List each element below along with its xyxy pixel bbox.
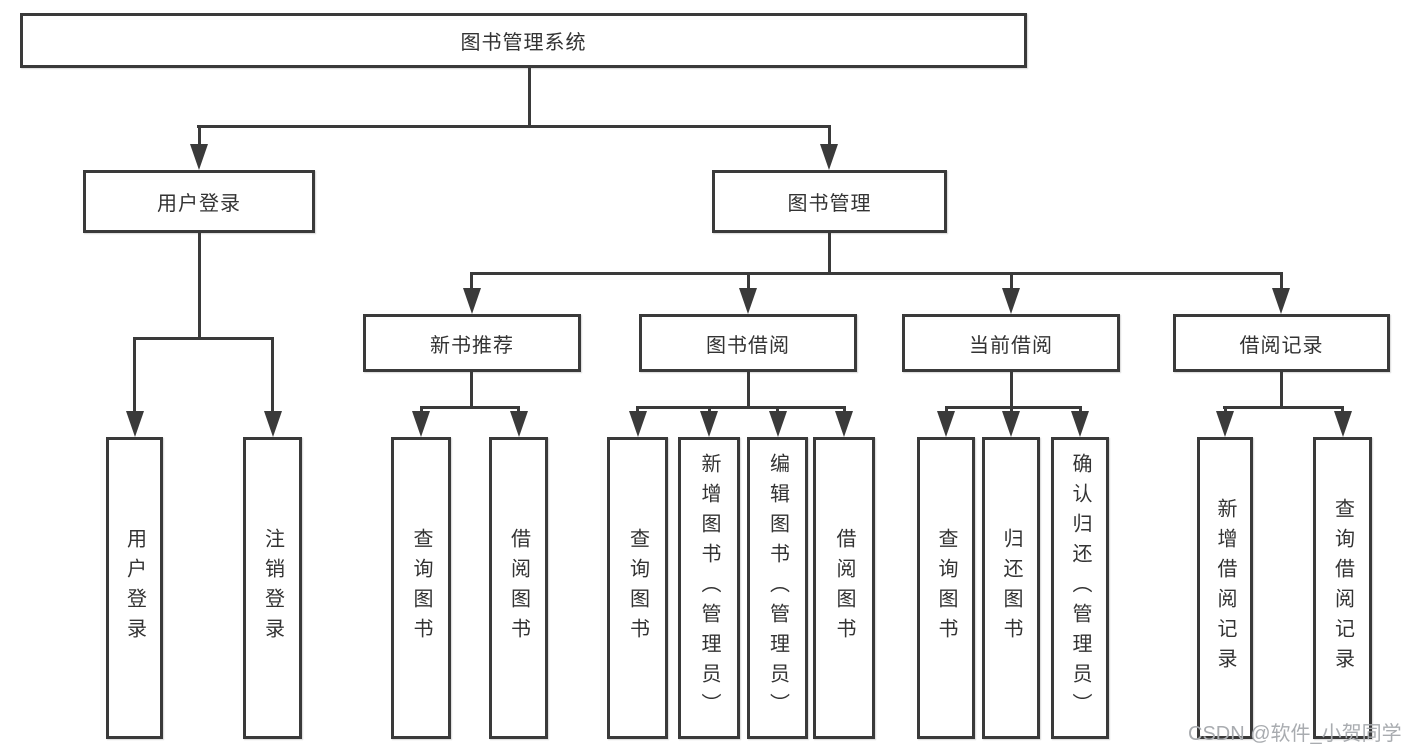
node-label: 用户登录 (157, 193, 241, 215)
arrow-down-icon (835, 411, 853, 437)
node-label: 图书管理 (787, 193, 872, 215)
leaf-add-books-admin: 新增图书（管理员） (678, 437, 740, 739)
leaf-query-books-current: 查询图书 (917, 437, 975, 739)
arrow-down-icon (700, 411, 718, 437)
leaf-label: 确认归还（管理员） (1069, 453, 1091, 723)
connector-line (198, 125, 201, 148)
connector-line (1280, 372, 1283, 409)
connector-line (708, 406, 711, 414)
node-borrowing-records: 借阅记录 (1173, 314, 1390, 372)
arrow-down-icon (264, 411, 282, 437)
connector-line (1223, 406, 1344, 409)
connector-line (1010, 372, 1013, 409)
connector-line (133, 337, 274, 340)
leaf-add-borrow-record: 新增借阅记录 (1197, 437, 1253, 739)
connector-line (1010, 272, 1013, 290)
connector-line (747, 372, 750, 409)
leaf-query-borrow-record: 查询借阅记录 (1313, 437, 1372, 739)
arrow-down-icon (1272, 288, 1290, 314)
leaf-edit-books-admin: 编辑图书（管理员） (747, 437, 808, 739)
arrow-down-icon (629, 411, 647, 437)
leaf-confirm-return-admin: 确认归还（管理员） (1051, 437, 1109, 739)
arrow-down-icon (1002, 288, 1020, 314)
connector-line (747, 272, 750, 290)
node-library-management-system: 图书管理系统 (20, 13, 1027, 68)
leaf-label: 查询图书 (626, 528, 649, 648)
connector-line (945, 406, 948, 414)
leaf-label: 编辑图书（管理员） (766, 453, 789, 723)
node-label: 图书借阅 (706, 334, 790, 357)
arrow-down-icon (1334, 411, 1352, 437)
connector-line (470, 372, 473, 409)
leaf-borrow-books: 借阅图书 (813, 437, 875, 739)
leaf-logout: 注销登录 (243, 437, 302, 739)
leaf-query-books-borrow: 查询图书 (607, 437, 668, 739)
connector-line (133, 337, 136, 415)
connector-line (420, 406, 520, 409)
connector-line (470, 272, 1283, 275)
arrow-down-icon (1216, 411, 1234, 437)
leaf-label: 查询借阅记录 (1331, 498, 1354, 678)
leaf-label: 新增借阅记录 (1214, 498, 1236, 678)
arrow-down-icon (1002, 411, 1020, 437)
connector-line (776, 406, 779, 414)
leaf-user-login: 用户登录 (106, 437, 163, 739)
arrow-down-icon (190, 144, 208, 170)
connector-line (843, 406, 846, 414)
connector-line (528, 68, 531, 128)
node-new-book-recommendation: 新书推荐 (363, 314, 581, 372)
leaf-label: 查询图书 (935, 528, 957, 648)
leaf-label: 借阅图书 (833, 528, 855, 648)
leaf-label: 查询图书 (410, 528, 432, 648)
leaf-label: 注销登录 (261, 528, 284, 648)
node-book-management: 图书管理 (712, 170, 947, 233)
arrow-down-icon (937, 411, 955, 437)
leaf-return-books: 归还图书 (982, 437, 1040, 739)
arrow-down-icon (463, 288, 481, 314)
connector-line (1224, 406, 1227, 414)
leaf-label: 用户登录 (123, 528, 146, 648)
connector-line (198, 233, 201, 340)
arrow-down-icon (1071, 411, 1089, 437)
connector-line (1010, 406, 1013, 414)
leaf-query-books-recommend: 查询图书 (391, 437, 451, 739)
connector-line (517, 406, 520, 414)
connector-line (197, 125, 831, 128)
leaf-label: 借阅图书 (507, 528, 530, 648)
watermark: CSDN @软件_小贺同学 (1188, 723, 1402, 745)
node-current-borrowing: 当前借阅 (902, 314, 1120, 372)
arrow-down-icon (739, 288, 757, 314)
connector-line (945, 406, 1082, 409)
leaf-label: 新增图书（管理员） (698, 453, 720, 723)
arrow-down-icon (510, 411, 528, 437)
arrow-down-icon (126, 411, 144, 437)
connector-line (1079, 406, 1082, 414)
leaf-label: 归还图书 (1000, 528, 1022, 648)
connector-line (828, 233, 831, 275)
node-label: 图书管理系统 (460, 32, 587, 54)
arrow-down-icon (412, 411, 430, 437)
arrow-down-icon (769, 411, 787, 437)
node-user-login: 用户登录 (83, 170, 315, 233)
connector-line (470, 272, 473, 290)
node-label: 借阅记录 (1239, 334, 1324, 357)
connector-line (420, 406, 423, 414)
connector-line (636, 406, 846, 409)
node-book-borrowing: 图书借阅 (639, 314, 857, 372)
connector-line (271, 337, 274, 415)
node-label: 新书推荐 (430, 334, 514, 357)
connector-line (828, 125, 831, 148)
leaf-borrow-books-recommend: 借阅图书 (489, 437, 548, 739)
arrow-down-icon (820, 144, 838, 170)
connector-line (1280, 272, 1283, 290)
node-label: 当前借阅 (969, 334, 1053, 357)
connector-line (636, 406, 639, 414)
connector-line (1341, 406, 1344, 414)
